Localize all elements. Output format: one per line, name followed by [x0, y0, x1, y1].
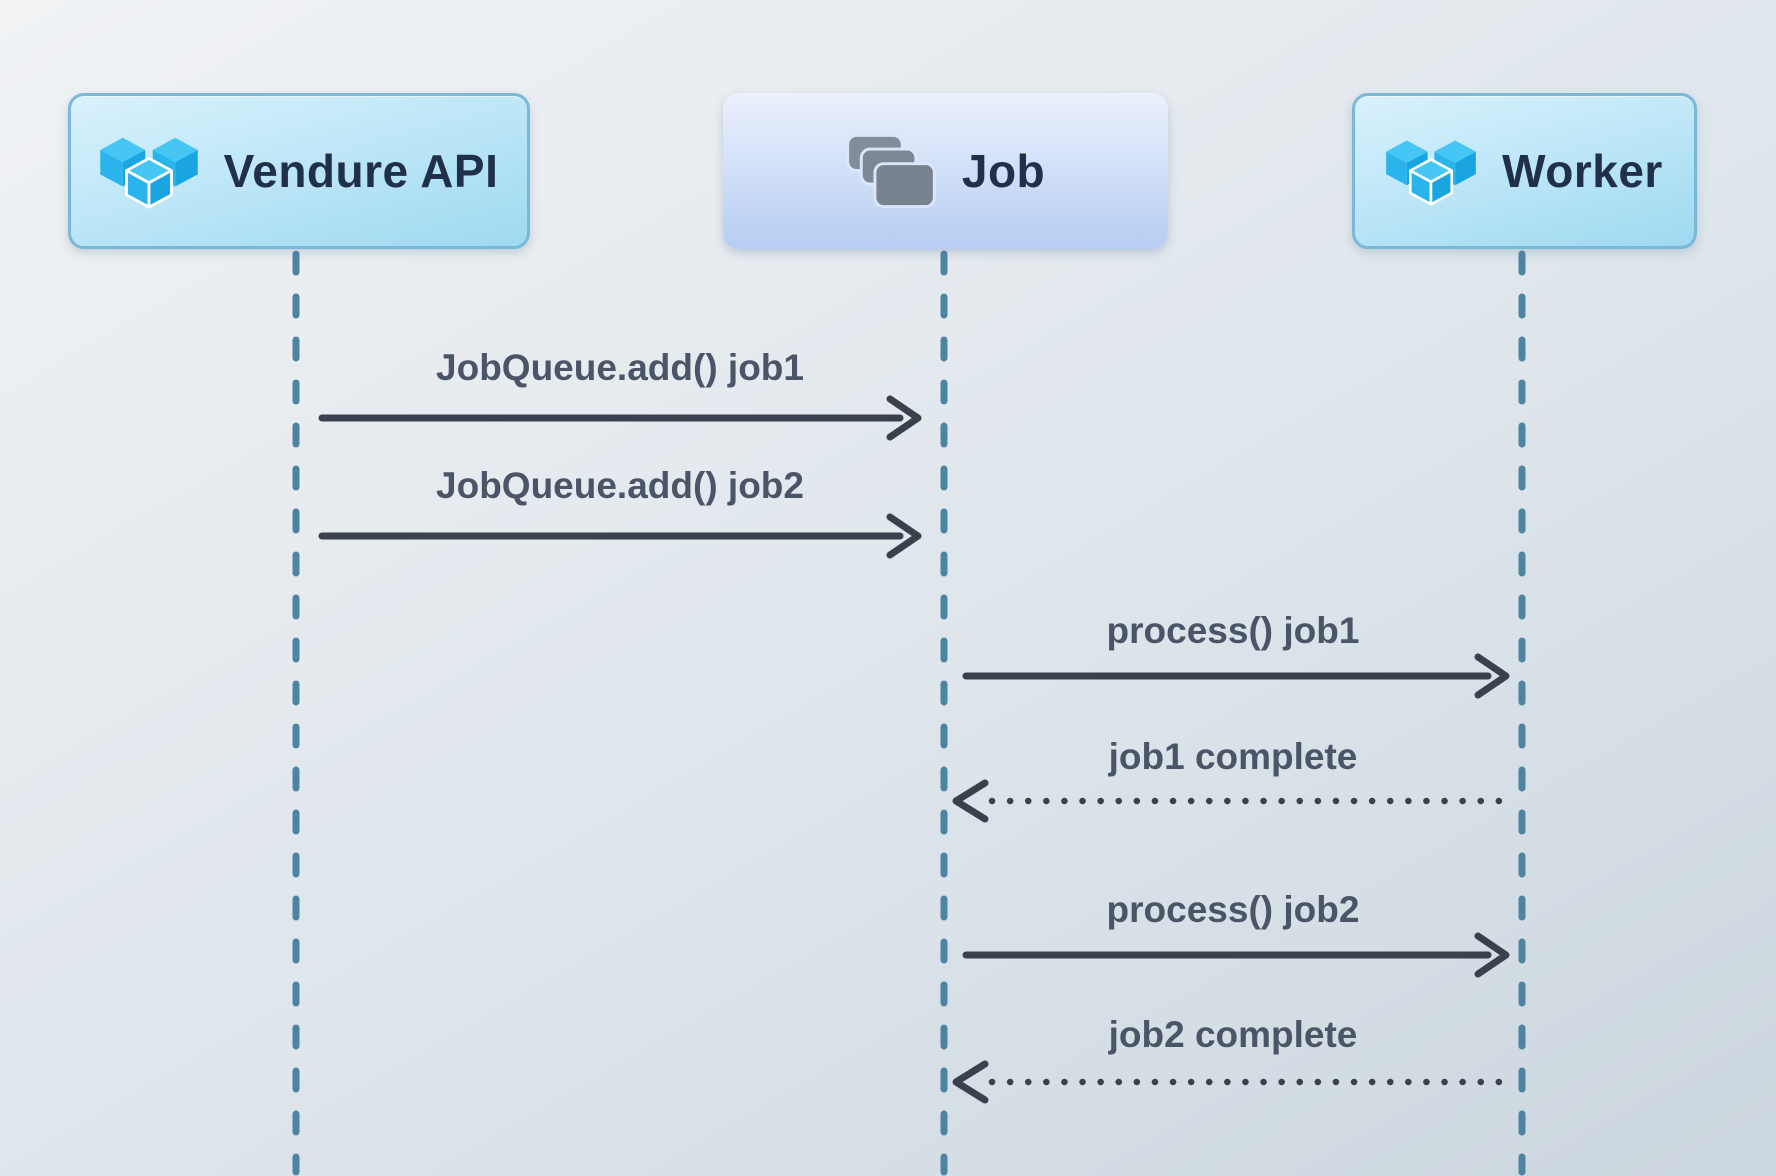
message-label: JobQueue.add() job1: [436, 347, 804, 388]
participant-worker: Worker: [1352, 93, 1697, 249]
vendure-logo-icon: [99, 137, 198, 209]
arrow-job2-complete: [952, 1060, 1516, 1104]
vendure-logo-icon: [1386, 139, 1477, 206]
participant-job: Job: [723, 93, 1168, 249]
message-label: job1 complete: [1108, 736, 1358, 777]
job-queue-cards-icon: [846, 134, 936, 208]
participant-label: Vendure API: [223, 145, 499, 197]
arrow-jobqueue-add-job2: [318, 513, 922, 559]
arrow-jobqueue-add-job1: [318, 395, 922, 441]
message-label: process() job2: [1106, 889, 1360, 930]
arrow-process-job2: [962, 932, 1510, 978]
message-label: job2 complete: [1108, 1014, 1358, 1055]
message-label: process() job1: [1106, 610, 1360, 651]
arrow-process-job1: [962, 653, 1510, 699]
message-label: JobQueue.add() job2: [436, 465, 804, 506]
participant-label: Worker: [1502, 145, 1663, 197]
participant-vendure-api: Vendure API: [68, 93, 530, 249]
arrow-job1-complete: [952, 779, 1516, 823]
participant-label: Job: [961, 145, 1046, 197]
